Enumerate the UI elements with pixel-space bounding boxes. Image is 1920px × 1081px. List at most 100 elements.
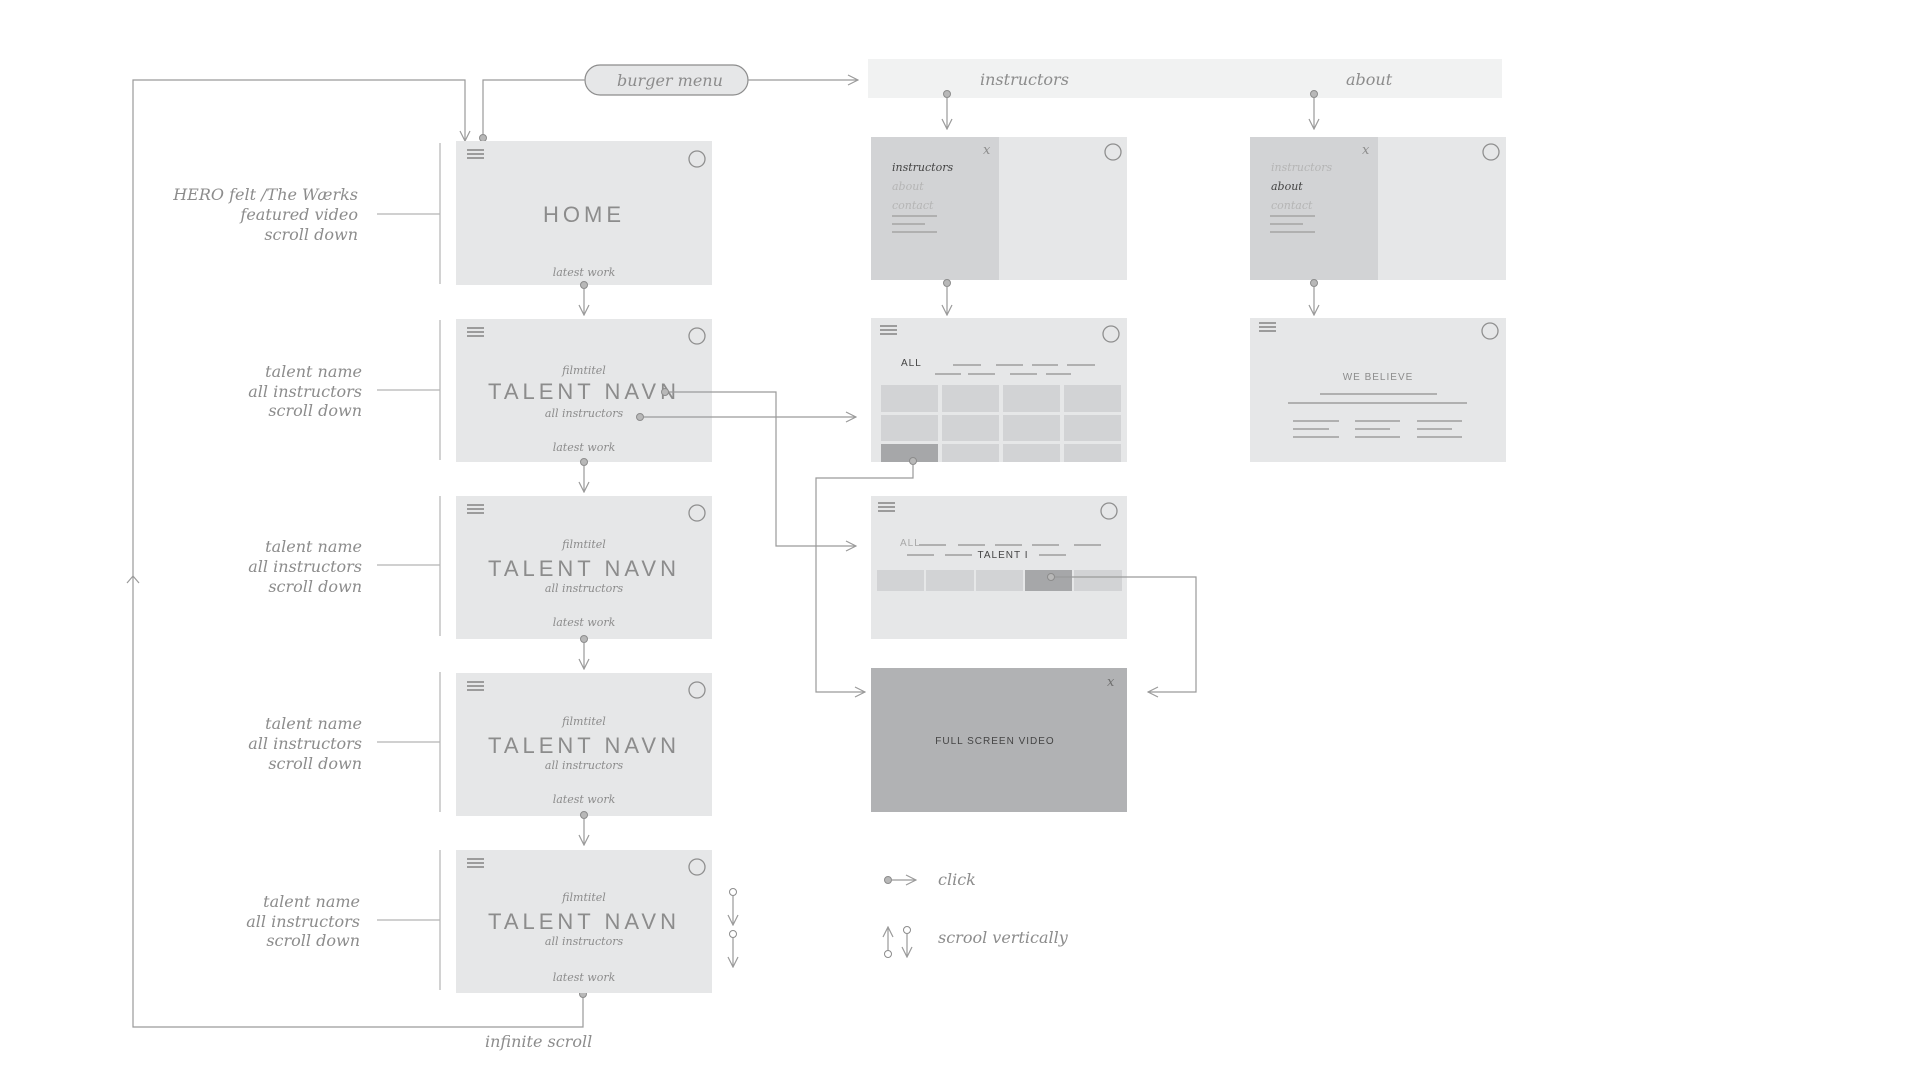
profile-circle-icon[interactable] [688,150,706,168]
grid-cell[interactable] [942,385,999,412]
all-instructors-link[interactable]: all instructors [545,582,624,595]
grid-cell[interactable] [1003,415,1060,441]
click-dot [580,458,588,466]
profile-circle-icon[interactable] [1102,325,1120,343]
note-line: scroll down [266,931,360,950]
nav-about-label[interactable]: about [1346,70,1393,89]
video-thumb[interactable] [926,570,974,591]
legend-scroll-dot [884,950,892,958]
legend-click-dot [884,876,892,884]
menu-item-contact[interactable]: contact [1271,199,1313,212]
screen-frame [456,673,712,816]
note-talent-4: talent name all instructors scroll down [246,850,441,990]
filmtitel-label: filmtitel [561,538,606,551]
menu-item-instructors[interactable]: instructors [892,161,953,174]
video-thumb[interactable] [1074,570,1122,591]
note-line: all instructors [248,557,362,576]
hamburger-icon[interactable] [880,325,897,335]
grid-cell[interactable] [881,385,938,412]
talent-screen-1[interactable]: filmtitel TALENT NAVN all instructors la… [456,319,712,462]
legend-scroll-label: scrool vertically [938,928,1069,947]
all-instructors-link[interactable]: all instructors [545,407,624,420]
grid-cell[interactable] [881,415,938,441]
profile-circle-icon[interactable] [688,504,706,522]
close-icon[interactable]: x [1107,675,1115,690]
note-line: scroll down [268,401,362,420]
talent-title: TALENT NAVN [488,733,680,758]
latest-work-label[interactable]: latest work [553,793,616,806]
video-thumb[interactable] [976,570,1023,591]
menu-instructors-screen[interactable]: x instructors about contact [871,137,1127,280]
note-talent-3: talent name all instructors scroll down [248,672,441,812]
talent-screen-2[interactable]: filmtitel TALENT NAVN all instructors la… [456,496,712,639]
screen-frame [456,850,712,993]
profile-circle-icon[interactable] [688,681,706,699]
menu-item-about[interactable]: about [892,180,924,193]
video-to-fullscreen-arrow [1055,576,1197,692]
note-line: talent name [263,892,360,911]
profile-circle-icon[interactable] [1481,322,1499,340]
instructors-grid-screen[interactable]: ALL [871,318,1127,462]
hamburger-icon[interactable] [878,502,895,512]
grid-cell[interactable] [942,415,999,441]
screen-frame [456,319,712,462]
hamburger-icon[interactable] [467,504,484,514]
all-instructors-link[interactable]: all instructors [545,935,624,948]
all-instructors-link[interactable]: all instructors [545,759,624,772]
hamburger-icon[interactable] [1259,322,1276,332]
screen-frame [871,496,1127,639]
latest-work-label[interactable]: latest work [553,616,616,629]
screen-frame [456,496,712,639]
talent-title: TALENT NAVN [488,379,680,404]
talent-title: TALENT NAVN [488,556,680,581]
hamburger-icon[interactable] [467,858,484,868]
grid-cell[interactable] [942,444,999,462]
latest-work-label[interactable]: latest work [553,266,616,279]
grid-cell[interactable] [1064,444,1121,462]
grid-cell[interactable] [1003,444,1060,462]
talent-screen-3[interactable]: filmtitel TALENT NAVN all instructors la… [456,673,712,816]
talent-detail-screen[interactable]: ALL TALENT I [871,496,1127,639]
menu-about-screen[interactable]: x instructors about contact [1250,137,1506,280]
filter-all-label[interactable]: ALL [901,358,922,369]
note-bracket [377,320,441,460]
profile-circle-icon[interactable] [688,858,706,876]
hamburger-icon[interactable] [467,327,484,337]
menu-item-about[interactable]: about [1271,180,1303,193]
burger-to-home-connector [482,79,585,136]
video-thumb[interactable] [877,570,924,591]
profile-circle-icon[interactable] [1100,502,1118,520]
grid-cell-selected[interactable] [881,444,938,462]
note-hero: HERO felt /The Wærks featured video scro… [172,143,441,284]
about-screen[interactable]: WE BELIEVE [1250,318,1506,462]
home-screen[interactable]: HOME latest work [456,141,712,285]
nav-instructors-label[interactable]: instructors [980,70,1069,89]
click-dot [580,281,588,289]
video-strip [877,570,1122,591]
latest-work-label[interactable]: latest work [553,441,616,454]
hamburger-icon[interactable] [467,149,484,159]
hamburger-icon[interactable] [467,681,484,691]
talent-name-label[interactable]: TALENT I [978,550,1029,561]
note-bracket [377,496,441,636]
profile-circle-icon[interactable] [1482,143,1500,161]
fullscreen-video-screen[interactable]: x FULL SCREEN VIDEO [871,668,1127,812]
grid-cell[interactable] [1003,385,1060,412]
grid-cell[interactable] [1064,385,1121,412]
video-thumb-selected[interactable] [1025,570,1072,591]
grid-cell[interactable] [1064,415,1121,441]
filter-all-label[interactable]: ALL [900,538,921,549]
close-icon[interactable]: x [1362,143,1370,158]
note-line: all instructors [246,912,360,931]
note-line: talent name [265,362,362,381]
click-dot [909,457,917,465]
latest-work-label[interactable]: latest work [553,971,616,984]
note-line: all instructors [248,382,362,401]
talent-screen-4[interactable]: filmtitel TALENT NAVN all instructors la… [456,850,712,993]
menu-item-contact[interactable]: contact [892,199,934,212]
profile-circle-icon[interactable] [688,327,706,345]
menu-item-instructors[interactable]: instructors [1271,161,1332,174]
close-icon[interactable]: x [983,143,991,158]
profile-circle-icon[interactable] [1104,143,1122,161]
screen-frame [1250,318,1506,462]
